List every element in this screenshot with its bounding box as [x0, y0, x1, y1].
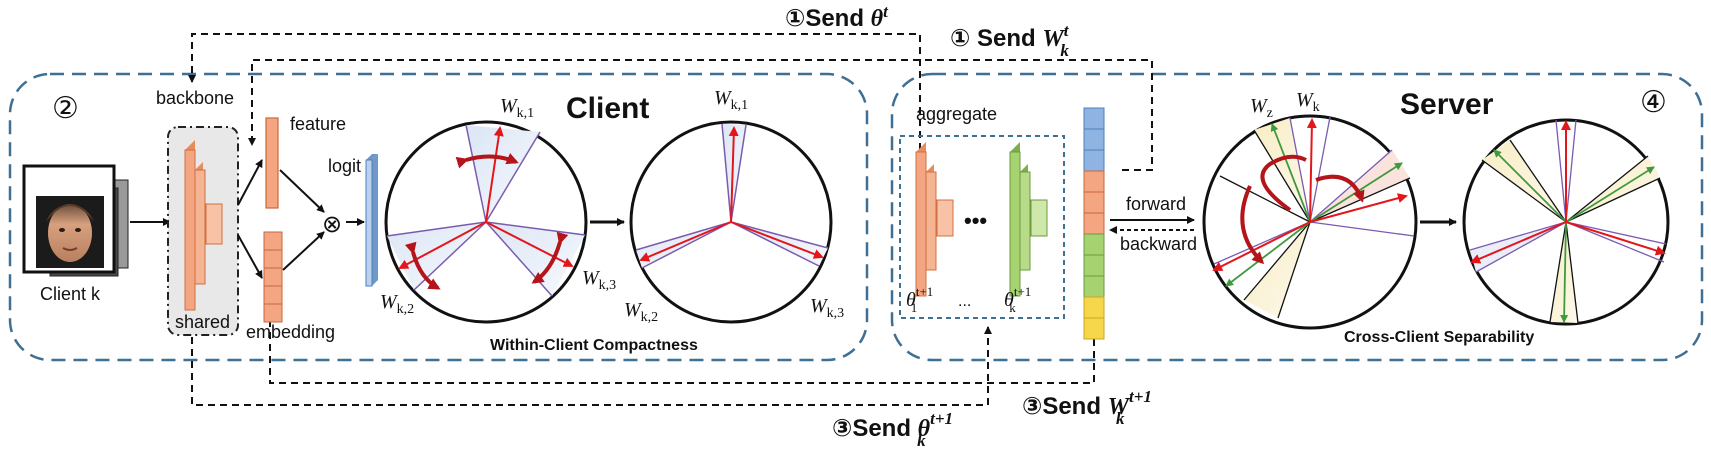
server-hypersphere-after — [1462, 118, 1670, 326]
server-weight-stack — [1083, 107, 1105, 340]
w-z-label: Wz — [1250, 95, 1273, 121]
logit-vector — [365, 154, 378, 287]
server-title: Server — [1400, 88, 1494, 121]
w-k-label: Wk — [1296, 89, 1320, 115]
aggregate-model-k — [1009, 142, 1048, 297]
client-title: Client — [566, 92, 649, 125]
step-2-icon: ② — [52, 92, 79, 125]
aggregate-box — [899, 135, 1065, 319]
step-4-icon: ④ — [1640, 86, 1667, 119]
feature-vector — [265, 117, 279, 209]
aggregate-label: aggregate — [916, 104, 997, 124]
feature-label: feature — [290, 114, 346, 134]
backward-label: backward — [1120, 234, 1197, 254]
embedding-matrix — [263, 231, 283, 323]
cross-client-caption: Cross-Client Separability — [1344, 329, 1534, 346]
aggregate-dots: ••• — [964, 208, 987, 233]
aggregate-model-1 — [915, 142, 954, 297]
client-hypersphere-before — [384, 120, 588, 324]
send-theta-path — [188, 33, 921, 150]
face-stack — [22, 164, 129, 277]
forward-label: forward — [1126, 194, 1186, 214]
send-theta-next-path — [191, 325, 992, 406]
send-wk-path — [248, 59, 1153, 171]
send-theta-t-label: ①Send θt — [785, 2, 889, 32]
client-region — [8, 72, 869, 362]
feature-to-product-arrow — [279, 169, 325, 213]
client-hypersphere-after — [629, 120, 833, 324]
to-feature-arrow — [237, 159, 263, 206]
backbone-block — [184, 140, 223, 311]
aggregate-ellipsis: ... — [958, 293, 971, 310]
to-embedding-arrow — [237, 234, 263, 279]
product-symbol: ⊗ — [322, 211, 342, 238]
embedding-to-product-arrow — [282, 231, 325, 271]
backbone-label: backbone — [156, 88, 234, 108]
embedding-label: embedding — [246, 322, 335, 342]
within-client-caption: Within-Client Compactness — [490, 337, 698, 354]
w-k3-label-a: Wk,3 — [582, 267, 616, 293]
server-region — [890, 72, 1704, 362]
w-k1-label-a: Wk,1 — [500, 95, 534, 121]
client-k-label: Client k — [40, 284, 101, 304]
w-k2-label-a: Wk,2 — [380, 291, 414, 317]
server-hypersphere-before — [1202, 114, 1418, 330]
send-wk-next-path — [269, 319, 1098, 384]
logit-label: logit — [328, 156, 361, 176]
w-k2-label-b: Wk,2 — [624, 299, 658, 325]
w-k3-label-b: Wk,3 — [810, 295, 844, 321]
w-k1-label-b: Wk,1 — [714, 87, 748, 113]
shared-label: shared — [175, 312, 230, 332]
